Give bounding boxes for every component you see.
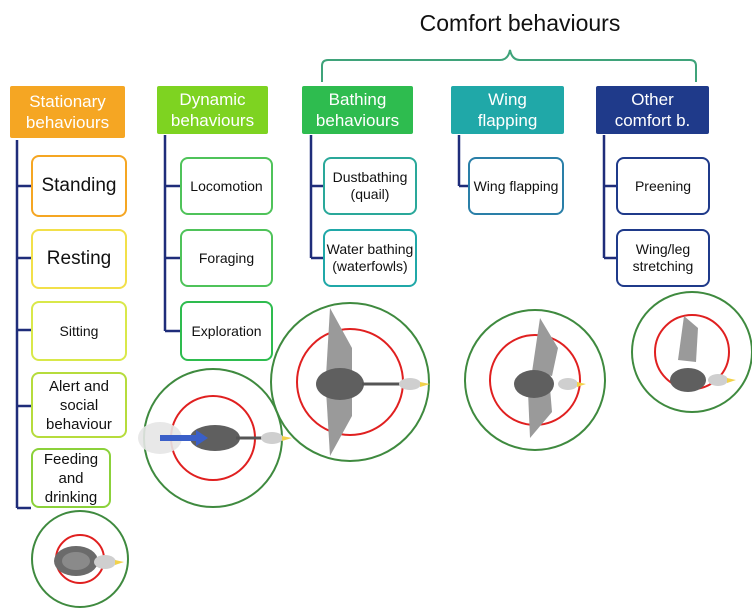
item-sitting: Sitting — [31, 301, 127, 361]
item-dustbathing: Dustbathing (quail) — [323, 157, 417, 215]
item-resting: Resting — [31, 229, 127, 289]
item-foraging: Foraging — [180, 229, 273, 287]
dynamic-header: Dynamic behaviours — [157, 86, 268, 134]
stationary-tree — [15, 140, 31, 510]
item-wing-flapping: Wing flapping — [468, 157, 564, 215]
comfort-behaviours-title: Comfort behaviours — [419, 10, 621, 36]
item-alert-social: Alert and social behaviour — [31, 372, 127, 438]
bathing-tree — [309, 135, 323, 260]
wing-tree — [457, 135, 468, 188]
dynamic-tree — [163, 135, 180, 333]
other-tree — [602, 135, 616, 260]
item-standing: Standing — [31, 155, 127, 217]
wing-flapping-header: Wing flapping — [451, 86, 564, 134]
item-water-bathing: Water bathing (waterfowls) — [323, 229, 417, 287]
wing-flapping-bird-illustration — [464, 309, 606, 451]
item-locomotion: Locomotion — [180, 157, 273, 215]
item-feeding-drinking: Feeding and drinking — [31, 448, 111, 508]
other-comfort-header: Other comfort b. — [596, 86, 709, 134]
bathing-header: Bathing behaviours — [302, 86, 413, 134]
stationary-bird-illustration — [31, 510, 129, 608]
item-wing-leg-stretching: Wing/leg stretching — [616, 229, 710, 287]
dynamic-bird-illustration — [138, 368, 292, 508]
bathing-bird-illustration — [270, 302, 430, 462]
item-exploration: Exploration — [180, 301, 273, 361]
comfort-bracket — [321, 49, 697, 82]
other-comfort-bird-illustration — [631, 291, 752, 413]
item-preening: Preening — [616, 157, 710, 215]
stationary-header: Stationary behaviours — [10, 86, 125, 138]
